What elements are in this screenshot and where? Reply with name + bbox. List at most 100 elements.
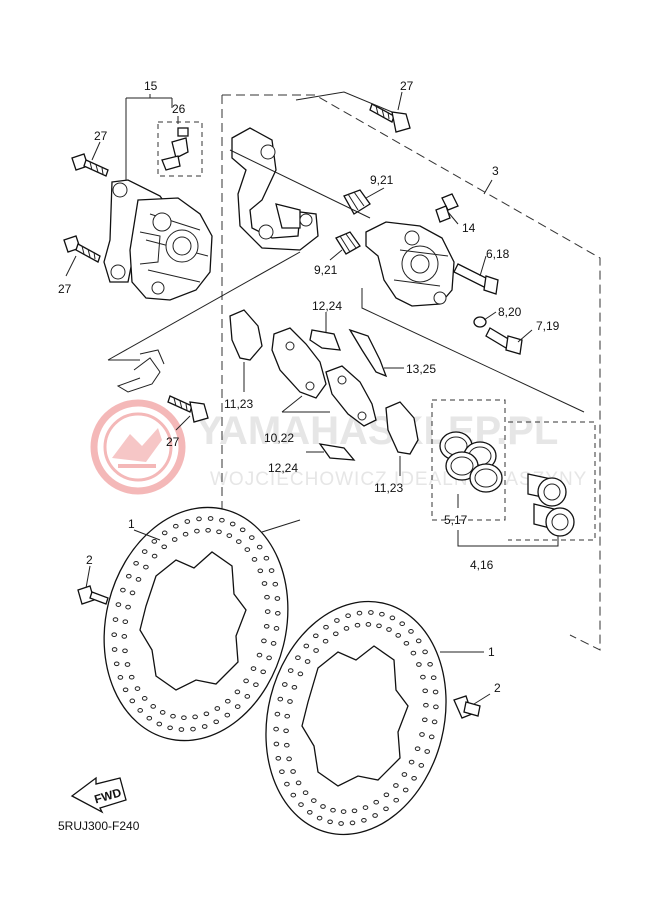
disc-hole [203,711,210,717]
disc-hole [196,516,202,522]
disc-hole [333,631,339,637]
disc-hole [379,611,385,617]
disc-hole [284,781,290,787]
disc-hole [316,815,323,821]
disc-hole [295,655,301,661]
pad-shim-11-23-right [385,401,419,455]
disc-hole [256,652,263,658]
disc-hole [274,711,281,717]
disc-hole [408,629,414,634]
disc-hole [229,521,236,527]
disc-hole [402,787,409,793]
pad-spring-clip [116,349,165,393]
callout-2-left: 2 [86,553,93,567]
disc-hole [167,725,173,731]
callout-4-16: 4,16 [470,558,494,572]
disc-hole [171,537,178,542]
disc-hole [170,713,176,719]
pad-support-12-24-lower [318,443,356,461]
disc-hole [214,706,221,711]
disc-hole [234,704,241,709]
piston-seals-5-17 [439,431,503,493]
brake-disc-right [265,600,447,836]
disc-hole [345,613,351,619]
disc-hole [313,648,319,653]
brake-disc-left [103,506,289,742]
slide-pin-9-21-lower [335,231,361,255]
disc-hole [418,763,425,768]
disc-hole [273,626,280,631]
disc-hole [368,610,374,615]
disc-hole [115,602,122,607]
disc-hole [226,533,233,538]
disc-hole [297,671,304,677]
disc-hole [327,819,333,825]
callout-11-23-left: 11,23 [224,397,253,411]
disc-hole [334,618,340,623]
disc-hole [420,674,426,680]
disc-hole [181,715,187,721]
disc-hole [282,682,288,687]
disc-hole [323,624,329,630]
disc-hole [393,797,400,803]
disc-hole [422,688,429,694]
disc-hole [122,619,129,625]
disc-hole [410,650,417,656]
disc-hole [287,668,294,673]
disc-hole [286,756,292,762]
bleed-valve-14 [435,193,459,223]
pad-support-12-24-upper [309,329,341,351]
disc-hole [414,746,421,752]
callout-11-23-right: 11,23 [374,481,403,495]
disc-hole [225,698,231,704]
disc-hole [264,594,270,600]
disc-hole [416,662,422,667]
disc-hole [270,641,277,646]
caliper-bracket [231,127,319,251]
disc-hole [111,632,117,638]
disc-hole [141,549,148,554]
disc-hole [290,792,297,798]
disc-hole [216,529,222,535]
disc-hole [354,622,361,628]
bolt-7-19 [485,327,523,355]
disc-hole [428,734,435,740]
callout-27-lower-left: 27 [58,282,72,296]
disc-hole [250,666,257,671]
disc-hole [161,530,168,536]
disc-hole [393,783,399,788]
disc-hole [307,809,313,815]
bolt-27-upper-right [369,103,411,133]
disc-hole [419,732,425,737]
disc-hole [287,699,293,704]
pad-shim-11-23-left [229,309,263,361]
disc-hole [236,539,242,544]
disc-hole [403,640,410,646]
disc-hole [401,772,408,777]
disc-hole [263,623,270,629]
callout-15: 15 [144,79,158,93]
disc-hole [268,568,275,573]
disc-hole [260,669,267,675]
disc-hole [125,604,131,610]
disc-hole [422,717,428,723]
disc-hole [273,741,280,747]
disc-hole [340,809,347,814]
disc-hole [304,659,311,664]
disc-hole [283,728,289,734]
disc-hole [201,724,208,729]
pistons-4-16 [527,473,575,537]
disc-hole [161,544,167,550]
watermark-brand: YAMAHASKLEP.PL [196,409,558,453]
callout-10-22: 10,22 [264,431,294,445]
bolt-27-lower-middle [167,395,209,423]
callout-2-right: 2 [494,681,501,695]
disc-hole [224,712,231,718]
disc-hole [156,721,163,727]
disc-hole [234,689,241,695]
disc-hole [303,643,310,649]
callout-27-lower-middle: 27 [166,435,180,449]
callout-labels: 15 26 27 27 27 27 3 9,21 9,21 14 6,18 8,… [58,79,560,695]
disc-hole [349,820,356,826]
disc-hole [239,527,246,533]
